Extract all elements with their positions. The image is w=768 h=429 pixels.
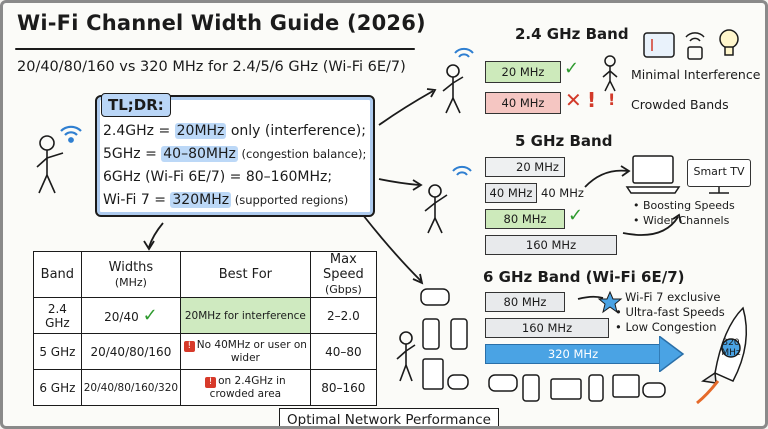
cell-speed: 40–80 bbox=[309, 333, 378, 370]
cell-best-for-text: No 40MHz or user on wider bbox=[196, 339, 307, 364]
header-widths-unit: (MHz) bbox=[114, 275, 147, 289]
tldr-line-6ghz: 6GHz (Wi-Fi 6E/7) = 80–160MHz; bbox=[103, 169, 333, 185]
header-widths: Widths(MHz) bbox=[80, 251, 182, 298]
bar-5-40mhz: 40 MHz bbox=[485, 183, 537, 203]
tldr-text: Wi-Fi 7 = bbox=[103, 192, 171, 208]
rocket-label: 320 MHz bbox=[721, 338, 741, 358]
stick-figure-top bbox=[442, 64, 464, 114]
tldr-text: 2.4GHz = bbox=[103, 123, 175, 139]
stick-figure-middle bbox=[424, 184, 448, 234]
stick-figure-bottom bbox=[396, 331, 416, 382]
doodles bbox=[36, 29, 748, 405]
header-widths-label: Widths bbox=[108, 259, 154, 275]
bullet-ultra-fast: • Ultra-fast Speeds bbox=[615, 305, 725, 319]
bar-6-320mhz: 320 MHz bbox=[485, 344, 661, 364]
cell-best-for: !No 40MHz or user on wider bbox=[180, 333, 311, 370]
cell-band: 2.4 GHz bbox=[33, 297, 82, 334]
tv-stand bbox=[709, 187, 729, 194]
router-icon bbox=[685, 32, 705, 60]
header-best-for: Best For bbox=[180, 251, 311, 298]
cell-widths-text: 20/40 bbox=[104, 310, 139, 324]
bullet-wifi7-exclusive: Wi-Fi 7 exclusive bbox=[625, 290, 721, 304]
bar-24-40mhz: 40 MHz bbox=[485, 92, 561, 114]
tldr-text: only (interference); bbox=[226, 123, 366, 139]
tldr-text: (congestion balance); bbox=[237, 147, 367, 161]
warning-icon: ! bbox=[183, 341, 195, 352]
stick-figure-left bbox=[36, 135, 64, 194]
header-band: Band bbox=[33, 251, 82, 298]
bar-24-20mhz: 20 MHz bbox=[485, 61, 561, 83]
bullet-boosting-speeds: • Boosting Speeds bbox=[633, 199, 735, 212]
warning-icon: ! bbox=[205, 377, 217, 388]
bar-5-160mhz: 160 MHz bbox=[485, 235, 617, 255]
table-row: 6 GHz 20/40/80/160/320 !on 2.4GHz in cro… bbox=[33, 369, 378, 406]
channel-width-table: Band Widths(MHz) Best For Max Speed(Gbps… bbox=[33, 251, 378, 406]
bulb-icon bbox=[719, 29, 739, 56]
star-icon bbox=[597, 290, 623, 314]
band-24-title: 2.4 GHz Band bbox=[515, 25, 629, 43]
cell-speed: 80–160 bbox=[309, 369, 378, 406]
arrowhead-icon bbox=[659, 336, 685, 372]
cell-best-for: 20MHz for interference bbox=[180, 297, 311, 334]
cell-speed: 2–2.0 bbox=[309, 297, 378, 334]
cell-best-for: !on 2.4GHz in crowded area bbox=[180, 369, 311, 406]
device-icons bbox=[420, 288, 666, 402]
tldr-line-wifi7: Wi-Fi 7 = 320MHz (supported regions) bbox=[103, 192, 348, 208]
bar-5-20mhz: 20 MHz bbox=[485, 157, 565, 177]
cell-band: 5 GHz bbox=[33, 333, 82, 370]
laptop-icon bbox=[625, 155, 681, 194]
wifi-icon bbox=[452, 165, 472, 176]
cell-widths: 20/40/80/160/320 bbox=[80, 369, 182, 406]
header-speed-unit: (Gbps) bbox=[324, 283, 362, 296]
header-speed-label: Max Speed bbox=[322, 252, 364, 282]
band-6-title: 6 GHz Band (Wi-Fi 6E/7) bbox=[483, 268, 685, 286]
x-icon: ✕ bbox=[565, 88, 582, 112]
rocket-icon bbox=[696, 306, 748, 405]
tldr-heading: TL;DR: bbox=[101, 93, 171, 117]
header-max-speed: Max Speed(Gbps) bbox=[309, 251, 378, 298]
thermostat-icon bbox=[643, 32, 675, 58]
cell-widths: 20/40/80/160 bbox=[80, 333, 182, 370]
bar-6-160mhz: 160 MHz bbox=[485, 318, 609, 338]
note-crowded-bands: Crowded Bands bbox=[631, 97, 729, 112]
footer-label: Optimal Network Performance bbox=[279, 408, 499, 426]
bullet-wider-channels: • Wider Channels bbox=[633, 214, 730, 227]
bar-5-80mhz: 80 MHz bbox=[485, 209, 565, 229]
page-title: Wi-Fi Channel Width Guide (2026) bbox=[17, 11, 426, 35]
tldr-highlight: 40–80MHz bbox=[161, 146, 238, 162]
stick-figure-24 bbox=[602, 55, 618, 92]
cell-band: 6 GHz bbox=[33, 369, 82, 406]
table-row: 2.4 GHz 20/40 ✓ 20MHz for interference 2… bbox=[33, 297, 378, 334]
warning-icon: ! bbox=[608, 90, 616, 109]
wifi-icon bbox=[454, 47, 474, 58]
band-5-title: 5 GHz Band bbox=[515, 132, 613, 150]
check-icon: ✓ bbox=[568, 205, 584, 226]
note-minimal-interference: Minimal Interference bbox=[631, 67, 761, 82]
table-header-row: Band Widths(MHz) Best For Max Speed(Gbps… bbox=[33, 251, 378, 298]
warning-icon: ! bbox=[587, 88, 597, 112]
cell-best-for-text: on 2.4GHz in crowded area bbox=[209, 375, 286, 400]
tldr-line-24ghz: 2.4GHz = 20MHz only (interference); bbox=[103, 123, 366, 139]
tldr-line-5ghz: 5GHz = 40–80MHz (congestion balance); bbox=[103, 146, 366, 162]
title-underline bbox=[15, 48, 415, 50]
bullet-low-congestion: • Low Congestion bbox=[615, 320, 717, 334]
bar-6-80mhz: 80 MHz bbox=[485, 292, 565, 312]
check-icon: ✓ bbox=[142, 305, 158, 326]
tldr-highlight: 20MHz bbox=[174, 123, 227, 139]
tldr-text: 5GHz = bbox=[103, 146, 162, 162]
wifi-icon bbox=[60, 125, 82, 143]
label-5-40mhz: 40 MHz bbox=[541, 186, 584, 200]
cell-widths: 20/40 ✓ bbox=[80, 297, 182, 334]
check-icon: ✓ bbox=[564, 58, 580, 79]
tldr-text: (supported regions) bbox=[231, 193, 349, 207]
page-subtitle: 20/40/80/160 vs 320 MHz for 2.4/5/6 GHz … bbox=[17, 59, 406, 75]
tldr-highlight: 320MHz bbox=[170, 192, 232, 208]
smart-tv-icon: Smart TV bbox=[687, 159, 751, 187]
arrows bbox=[143, 88, 682, 300]
table-row: 5 GHz 20/40/80/160 !No 40MHz or user on … bbox=[33, 333, 378, 370]
